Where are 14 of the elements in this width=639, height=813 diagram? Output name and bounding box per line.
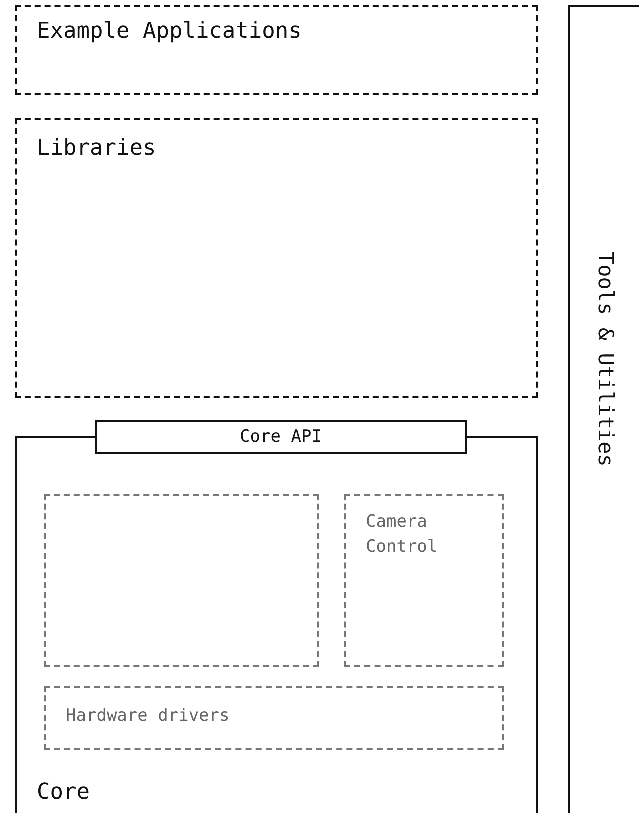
side-panel [568,5,639,813]
layer-label: Camera Control [366,511,439,559]
layer-label: Core API [239,427,323,447]
layer-label: Libraries [37,136,156,161]
component-box [344,494,504,667]
layer-label: Tools & Utilities [594,252,618,467]
layer-label: Example Applications [37,19,302,44]
component-box [44,686,504,750]
layer-label: Hardware drivers [66,706,230,726]
api-bar [95,420,467,454]
layer-box [15,5,538,95]
layer-box [15,118,538,398]
component-box [44,494,319,667]
layer-label: Core [37,780,90,805]
